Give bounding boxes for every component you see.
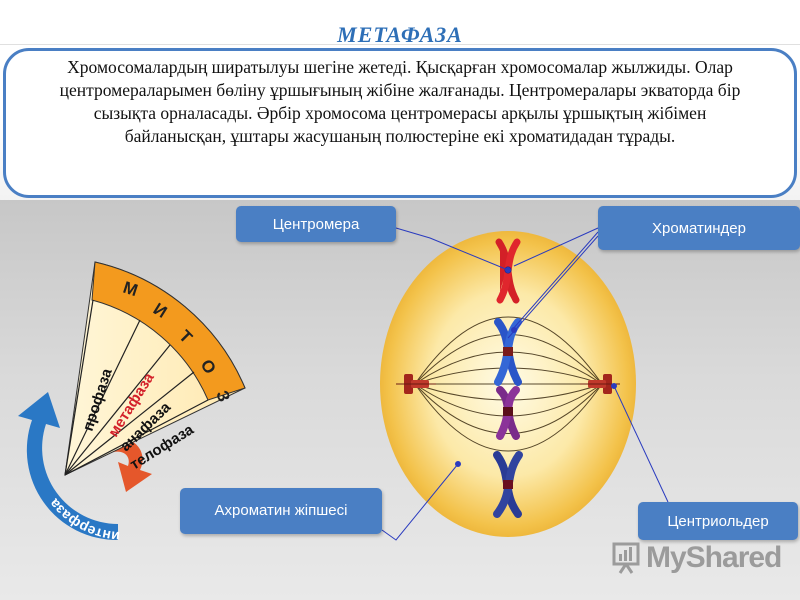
leader-centromere xyxy=(395,227,509,271)
chromosome-purple xyxy=(496,386,520,440)
watermark: MyShared xyxy=(612,540,782,576)
leader-chromatids-2 xyxy=(511,231,599,331)
leader-chromatids-3 xyxy=(507,235,599,339)
label-achromatin-text: Ахроматин жіпшесі xyxy=(214,502,348,519)
wheel-letter: М xyxy=(121,278,140,300)
title-divider xyxy=(0,44,800,45)
slide-title: МЕТАФАЗА xyxy=(337,22,463,47)
label-centrioles: Центриольдер xyxy=(638,502,798,540)
presentation-icon xyxy=(612,542,640,574)
label-centromere-text: Центромера xyxy=(272,215,360,233)
leader-centrioles xyxy=(613,385,669,503)
interphase-text: интерфаза xyxy=(46,496,121,545)
description-text: Хромосомалардың ширатылуы шегіне жетеді.… xyxy=(59,57,741,146)
label-centromere: Центромера xyxy=(236,206,396,242)
description-box: Хромосомалардың ширатылуы шегіне жетеді.… xyxy=(3,48,797,198)
cell xyxy=(380,231,636,537)
leader-achromatin xyxy=(381,463,459,541)
mitosis-band xyxy=(91,261,246,401)
label-chromatids: Хроматиндер xyxy=(598,206,800,250)
interphase-arrow xyxy=(18,392,118,541)
leader-chromatids-1 xyxy=(513,227,599,267)
label-centrioles-text: Центриольдер xyxy=(667,512,769,530)
watermark-text: MyShared xyxy=(646,541,782,574)
label-chromatids-text: Хроматиндер xyxy=(652,219,746,237)
leader-lines xyxy=(381,227,669,541)
label-achromatin: Ахроматин жіпшесі xyxy=(180,488,382,534)
return-arrow xyxy=(104,437,152,492)
chromosome-navy xyxy=(493,451,523,518)
interphase-label: интерфаза xyxy=(46,496,121,545)
centriole-left xyxy=(396,374,436,394)
